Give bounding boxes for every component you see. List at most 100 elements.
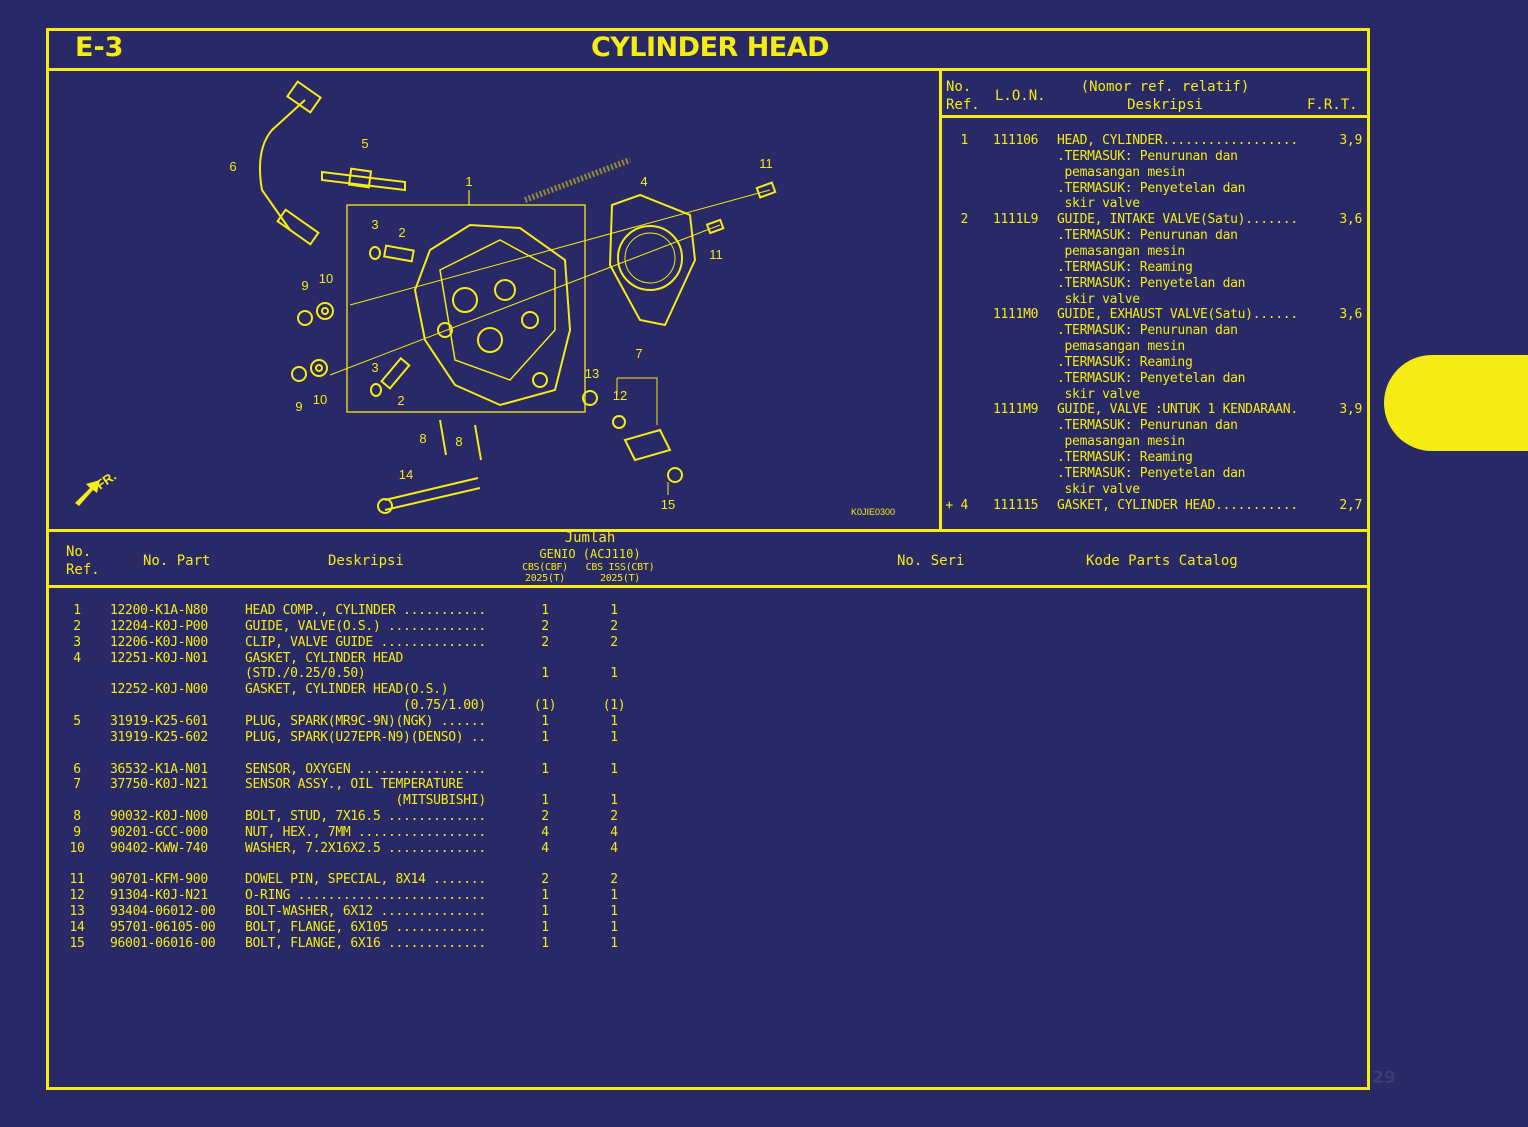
callout-number: 11 [759,156,773,171]
group-box [346,204,586,413]
part-ref: 6 [73,761,81,777]
divider [940,115,1368,118]
callout-number: 6 [229,159,236,174]
page-number: 29 [1372,1068,1396,1088]
qty-cbs-iss: 1 [610,888,618,904]
part-description: GASKET, CYLINDER HEAD [245,650,404,666]
divider [46,585,1368,588]
callout-number: 3 [371,360,378,375]
page-title: CYLINDER HEAD [590,32,830,63]
drawing-code: K0JIE0300 [851,507,895,517]
qty-cbs: 1 [541,888,549,904]
parts-header-model: GENIO (ACJ110) [539,547,641,561]
part-number: 12200-K1A-N80 [110,603,208,618]
frt-value: 3,9 [1339,133,1362,148]
qty-cbs-iss: 2 [610,618,618,634]
frt-note: .TERMASUK: Penyetelan dan [1057,370,1246,386]
callout-number: 12 [613,388,627,403]
callout-number: 9 [295,399,302,414]
frt-note: .TERMASUK: Penyetelan dan [1057,180,1246,196]
callout-number: 4 [640,174,647,189]
diagram-drawing [75,80,777,514]
frt-lon: 111106 [993,133,1039,148]
part-ref: 5 [73,713,81,729]
parts-header-serial: No. Seri [897,553,965,569]
frt-header-frt: F.R.T. [1307,97,1358,113]
side-tab-handle[interactable] [1384,355,1528,451]
qty-cbs-iss: 1 [610,713,618,729]
qty-cbs: 1 [541,793,549,809]
frt-lon: 1111M0 [993,307,1039,323]
parts-header-ref: No.Ref. [66,544,100,578]
parts-header-qty: Jumlah [564,530,616,546]
frt-note: .TERMASUK: Penyetelan dan [1057,465,1246,481]
callout-number: 10 [319,271,333,286]
part-number: 12206-K0J-N00 [110,634,208,650]
callout-number: 3 [371,217,378,232]
callout-number: 8 [419,431,426,446]
part-ref: 15 [69,935,85,951]
frt-note: .TERMASUK: Penurunan dan [1057,148,1238,164]
part-number: 90032-K0J-N00 [110,809,208,825]
part-number: 91304-K0J-N21 [110,888,208,904]
part-ref: 1 [73,603,81,618]
catalog-page-frame [46,28,1370,1090]
frt-description: GUIDE, VALVE :UNTUK 1 KENDARAAN. [1057,402,1298,418]
part-description: O-RING ......................... [245,888,486,904]
qty-cbs-iss: 1 [610,920,618,935]
qty-cbs-iss: (1) [602,698,626,714]
part-number: 12204-K0J-P00 [110,618,208,634]
part-ref: 14 [69,920,85,935]
divider [46,529,1368,532]
part-description: GASKET, CYLINDER HEAD(O.S.) [245,682,449,698]
section-code: E-3 [75,32,124,63]
part-description: (0.75/1.00) [245,698,486,714]
part-number: 12251-K0J-N01 [110,650,208,666]
part-description: SENSOR, OXYGEN ................. [245,761,486,777]
qty-cbs: 2 [541,872,549,888]
qty-cbs-iss: 1 [610,935,618,951]
frt-note: .TERMASUK: Reaming [1057,259,1193,275]
frt-header-lon: L.O.N. [995,88,1046,104]
qty-cbs: 4 [541,824,549,840]
frt-ref: + 4 [945,497,968,513]
frt-note: skir valve [1057,196,1141,212]
frt-header-ref: No.Ref. [946,79,980,113]
frt-value: 3,6 [1339,307,1362,323]
part-description: DOWEL PIN, SPECIAL, 8X14 ....... [245,872,486,888]
frt-lon: 1111M9 [993,402,1039,418]
part-description: NUT, HEX., 7MM ................. [245,824,486,840]
qty-cbs: 2 [541,618,549,634]
qty-cbs-iss: 1 [610,729,618,745]
parts-header-part: No. Part [143,553,211,569]
frt-value: 2,7 [1339,497,1362,513]
qty-cbs-iss: 1 [610,793,618,809]
frt-description: GUIDE, INTAKE VALVE(Satu)....... [1057,212,1298,228]
parts-header-variant-1: CBS(CBF)2025(T) [522,562,568,584]
callout-number: 9 [301,278,308,293]
frt-note: .TERMASUK: Penyetelan dan [1057,275,1246,291]
frt-lon: 111115 [993,497,1039,513]
divider [46,68,1368,71]
part-description: BOLT, FLANGE, 6X105 ............ [245,920,486,935]
qty-cbs-iss: 1 [610,603,618,618]
part-ref: 10 [69,840,85,856]
part-description: BOLT, STUD, 7X16.5 ............. [245,809,486,825]
part-ref: 3 [73,634,81,650]
part-number: 90402-KWW-740 [110,840,208,856]
part-description: SENSOR ASSY., OIL TEMPERATURE [245,777,464,793]
frt-note: .TERMASUK: Penurunan dan [1057,323,1238,339]
front-arrow-icon [75,480,100,506]
frt-note: .TERMASUK: Reaming [1057,354,1193,370]
frt-note: skir valve [1057,386,1141,402]
callout-number: 14 [399,467,413,482]
frt-note: pemasangan mesin [1057,164,1186,180]
frt-description: GUIDE, EXHAUST VALVE(Satu)...... [1057,307,1298,323]
part-description: (MITSUBISHI) [245,793,487,809]
frt-value: 3,6 [1339,212,1362,228]
qty-cbs: 1 [541,666,549,682]
qty-cbs-iss: 2 [610,809,618,825]
part-description: (STD./0.25/0.50) [245,666,366,682]
qty-cbs: 4 [541,840,549,856]
callout-number: 11 [709,247,723,262]
